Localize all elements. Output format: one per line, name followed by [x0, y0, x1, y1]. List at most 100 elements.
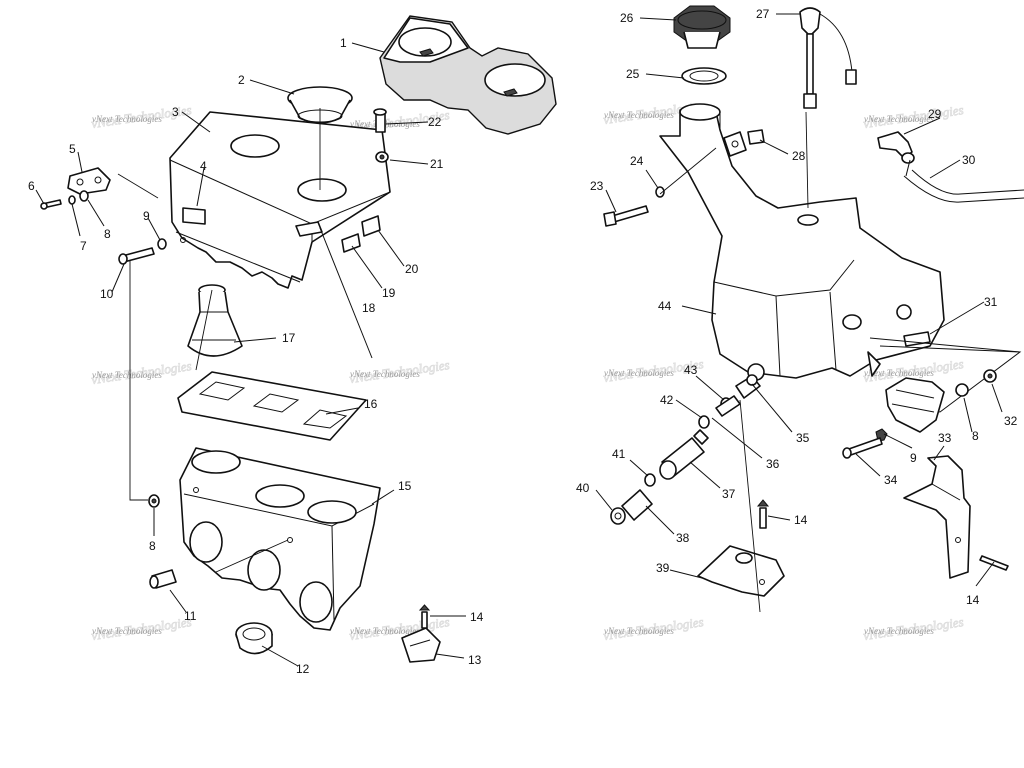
watermark-text: vNext Technologies	[864, 626, 934, 636]
watermark-text: vNext Technologies	[604, 626, 674, 636]
part-8-lower-grommet	[148, 494, 160, 508]
callout-24: 24	[630, 154, 644, 168]
decal-4	[182, 207, 206, 225]
callout-14-center: 14	[794, 513, 808, 527]
watermark-text: vNext Technologies	[604, 110, 674, 120]
callout-19: 19	[382, 286, 396, 300]
decal-20	[361, 215, 381, 237]
part-39-tank-bracket	[697, 545, 785, 597]
callout-10: 10	[100, 287, 114, 301]
callout-20: 20	[405, 262, 419, 276]
callout-23: 23	[590, 179, 604, 193]
watermark-text: vNext Technologies	[864, 114, 934, 124]
callout-4: 4	[200, 159, 207, 173]
part-14-bracket-rivet	[979, 555, 1009, 571]
callout-14-left: 14	[470, 610, 484, 624]
part-8-grommet	[79, 190, 89, 202]
part-33-bracket	[903, 455, 971, 579]
callout-2: 2	[238, 73, 245, 87]
callout-14-right: 14	[966, 593, 980, 607]
callout-41: 41	[612, 447, 626, 461]
part-42-clamp	[698, 415, 710, 429]
callout-3: 3	[172, 105, 179, 119]
part-28-tank-bracket	[723, 129, 765, 157]
callout-1: 1	[340, 36, 347, 50]
callout-15: 15	[398, 479, 412, 493]
callout-42: 42	[660, 393, 674, 407]
callout-9: 9	[143, 209, 150, 223]
part-5-clamp	[67, 167, 111, 195]
part-44-oil-tank	[659, 103, 945, 381]
callout-29: 29	[928, 107, 942, 121]
callout-22: 22	[428, 115, 442, 129]
part-25-seal	[681, 67, 727, 85]
callout-44: 44	[658, 299, 672, 313]
part-41-clamp	[644, 473, 656, 487]
part-15-airbox-base	[179, 447, 381, 631]
part-8-pump-grommet	[955, 383, 969, 397]
callout-36: 36	[766, 457, 780, 471]
callout-33: 33	[938, 431, 952, 445]
callout-12: 12	[296, 662, 310, 676]
part-35-fitting	[735, 374, 761, 399]
callout-13: 13	[468, 653, 482, 667]
left-leader-lines	[35, 42, 466, 667]
callout-16: 16	[364, 397, 378, 411]
watermark-text: vNext Technologies	[350, 626, 420, 636]
part-17-intake-funnel	[187, 284, 243, 357]
part-23-bolt	[603, 205, 649, 227]
part-10-screw	[118, 247, 155, 265]
callout-27: 27	[756, 7, 770, 21]
callout-35: 35	[796, 431, 810, 445]
part-12-drain-ring	[235, 622, 273, 655]
part-32-grommet	[983, 369, 997, 383]
callout-37: 37	[722, 487, 736, 501]
watermark-text: vNext Technologies	[92, 114, 162, 124]
callout-labels: 1 2 3 4 5 6 7 8 9 10 22 21 20 19 18 17 1…	[28, 7, 1018, 676]
part-34-pump-bolt	[842, 437, 883, 459]
decal-19	[341, 233, 361, 253]
part-14-tank-rivet	[756, 499, 770, 529]
callout-9-right: 9	[910, 451, 917, 465]
watermark-text: vNext Technologies	[864, 368, 934, 378]
part-29-vent-fitting	[877, 131, 915, 164]
part-38-hose	[621, 489, 653, 521]
callout-25: 25	[626, 67, 640, 81]
callout-21: 21	[430, 157, 444, 171]
part-21-grommet	[375, 151, 389, 163]
part-27-level-sensor	[799, 7, 857, 109]
part-30-vent-hose	[903, 159, 1024, 203]
right-leader-lines	[595, 13, 1021, 613]
part-9-washer	[157, 238, 167, 250]
callout-30: 30	[962, 153, 976, 167]
callout-18: 18	[362, 301, 376, 315]
watermark-text: vNext Technologies	[350, 369, 420, 379]
callout-8-lower: 8	[149, 539, 156, 553]
part-11-drain-fitting	[149, 569, 177, 589]
watermark-text: vNext Technologies	[92, 370, 162, 380]
oil-pump-housing	[885, 377, 945, 433]
callout-32: 32	[1004, 414, 1018, 428]
part-13-clip	[401, 627, 441, 663]
part-1-intake-boot	[379, 15, 557, 135]
callout-7: 7	[80, 239, 87, 253]
callout-28: 28	[792, 149, 806, 163]
part-26-filler-cap	[673, 5, 731, 49]
watermark-text: vNext Technologies	[604, 368, 674, 378]
callout-40: 40	[576, 481, 590, 495]
part-14-rivet	[418, 604, 431, 629]
part-37-filter	[659, 429, 709, 480]
callout-8: 8	[104, 227, 111, 241]
callout-8-right: 8	[972, 429, 979, 443]
part-6-screw	[40, 199, 62, 210]
part-22-screw	[373, 108, 387, 133]
part-16-gasket	[177, 371, 367, 441]
callout-5: 5	[69, 142, 76, 156]
lid-decals	[182, 207, 381, 253]
callout-43: 43	[684, 363, 698, 377]
callout-38: 38	[676, 531, 690, 545]
part-3-airbox-lid	[169, 111, 391, 289]
callout-39: 39	[656, 561, 670, 575]
watermark-text: vNext Technologies	[92, 626, 162, 636]
